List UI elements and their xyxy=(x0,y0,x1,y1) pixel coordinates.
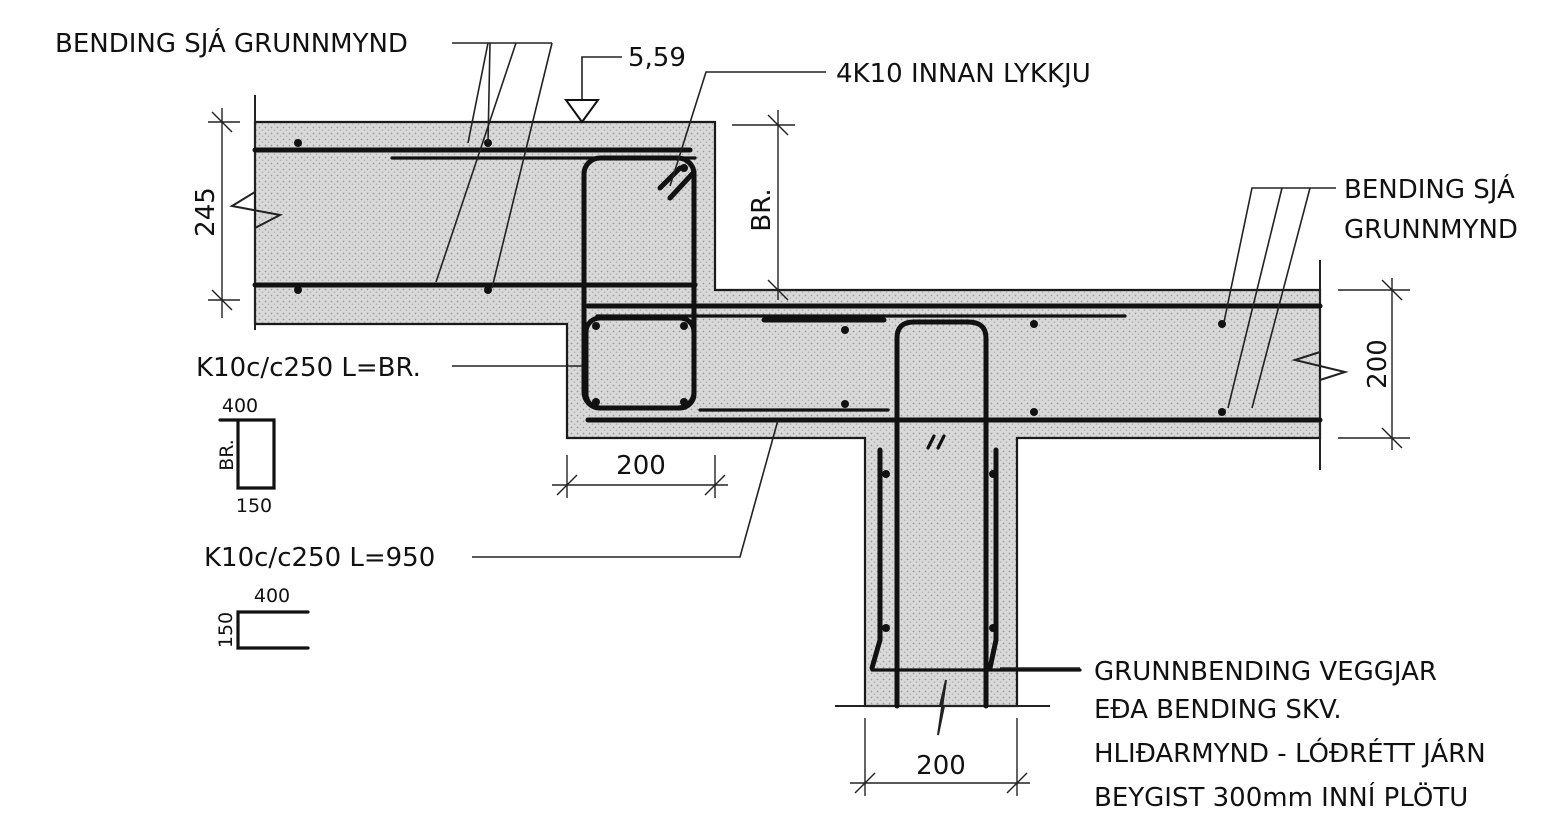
stirrup-shape-sketch xyxy=(218,418,276,490)
dim-beam-width: 200 xyxy=(616,451,666,481)
dim-wall-width: 200 xyxy=(916,751,966,781)
stirrup-dim-side: BR. xyxy=(216,439,238,471)
rebar-layout xyxy=(252,147,1323,709)
wall-note-line-1: GRUNNBENDING VEGGJAR xyxy=(1094,657,1437,687)
ubar-dim-side: 150 xyxy=(215,612,237,648)
label-bending-right-1: BENDING SJÁ xyxy=(1344,173,1515,205)
level-marker xyxy=(564,99,600,124)
ubar-dim-top: 400 xyxy=(254,585,290,607)
label-bending-top-left: BENDING SJÁ GRUNNMYND xyxy=(55,27,408,59)
dimension-lines xyxy=(208,108,1410,796)
dim-left-slab: 245 xyxy=(191,187,221,237)
stirrup-dim-bottom: 150 xyxy=(236,495,272,517)
dim-step-height: BR. xyxy=(747,188,777,231)
stirrup-dim-top: 400 xyxy=(222,395,258,417)
wall-note-line-2: EÐA BENDING SKV. xyxy=(1094,695,1342,725)
label-bending-right-2: GRUNNMYND xyxy=(1344,215,1518,245)
longitudinal-bar-dots xyxy=(294,139,1226,632)
wall-note-line-4: BEYGIST 300mm INNÍ PLÖTU xyxy=(1094,781,1468,813)
label-inner-bars: 4K10 INNAN LYKKJU xyxy=(836,59,1091,89)
label-stirrup: K10c/c250 L=BR. xyxy=(196,353,421,383)
concrete-section xyxy=(253,120,1322,708)
ubar-shape-sketch xyxy=(236,610,310,650)
label-level: 5,59 xyxy=(628,43,686,73)
leader-lines xyxy=(435,42,1336,669)
dim-right-slab: 200 xyxy=(1363,339,1393,389)
label-ubar: K10c/c250 L=950 xyxy=(204,543,435,573)
break-lines xyxy=(229,95,1349,736)
wall-note-line-3: HLIÐARMYND - LÓÐRÉTT JÁRN xyxy=(1094,737,1486,769)
